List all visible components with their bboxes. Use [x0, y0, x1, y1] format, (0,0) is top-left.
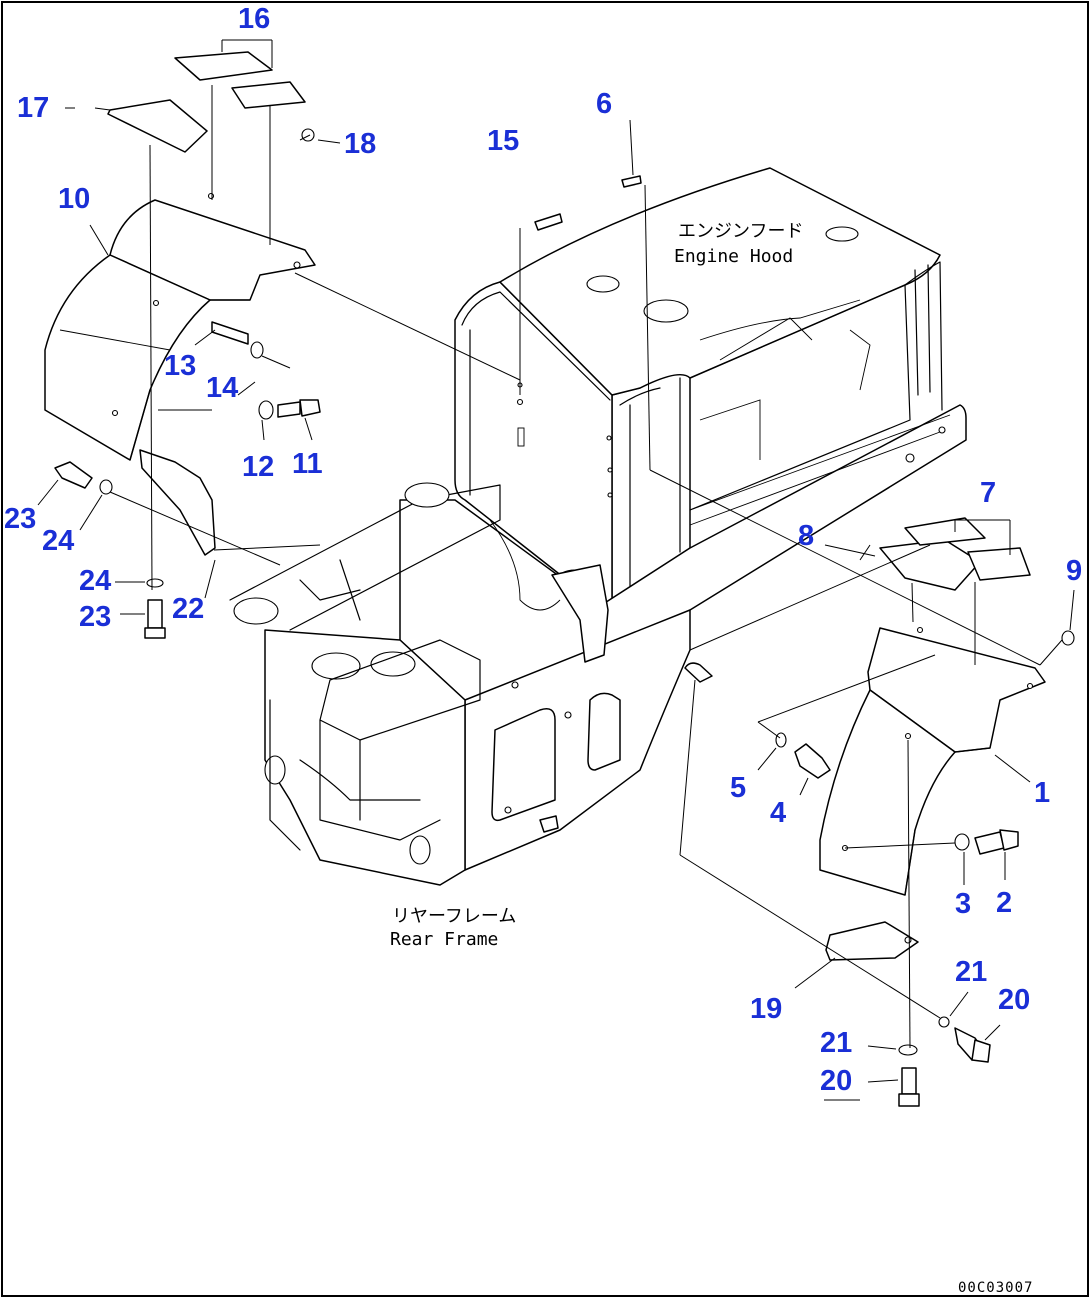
callout-20-lower: 20 — [820, 1065, 852, 1097]
callout-11: 11 — [292, 448, 323, 480]
assembly-lines — [109, 85, 1063, 1049]
callout-10: 10 — [58, 183, 90, 215]
callout-13: 13 — [164, 350, 196, 382]
right-fasteners — [775, 630, 1075, 1107]
callout-14: 14 — [206, 372, 238, 404]
callout-23-lower: 23 — [79, 601, 111, 633]
engine-hood — [454, 167, 943, 607]
callout-7: 7 — [980, 477, 996, 509]
callout-12: 12 — [242, 451, 274, 483]
callout-1: 1 — [1034, 777, 1050, 809]
drawing-number: 00C03007 — [958, 1280, 1033, 1296]
clips — [534, 175, 642, 231]
callout-2: 2 — [996, 887, 1012, 919]
callout-3: 3 — [955, 888, 971, 920]
right-fender — [819, 626, 1046, 961]
left-fender — [44, 192, 316, 556]
callout-22: 22 — [172, 593, 204, 625]
callout-19: 19 — [750, 993, 782, 1025]
callout-16: 16 — [238, 3, 270, 35]
callout-21-lower: 21 — [820, 1027, 852, 1059]
callout-18: 18 — [344, 128, 376, 160]
callout-23-upper: 23 — [4, 503, 36, 535]
callout-15: 15 — [487, 125, 519, 157]
callout-8: 8 — [798, 520, 814, 552]
left-decals — [107, 51, 306, 153]
callout-4: 4 — [770, 797, 786, 829]
right-decals — [879, 517, 1031, 591]
callout-20-upper: 20 — [998, 984, 1030, 1016]
callout-leaders — [37, 39, 1075, 1101]
engine-hood-caption-en: Engine Hood — [674, 246, 793, 267]
callout-17: 17 — [17, 92, 49, 124]
callout-24-upper: 24 — [42, 525, 74, 557]
callout-9: 9 — [1066, 555, 1082, 587]
callout-labels: 1 2 3 4 5 6 7 8 9 10 11 12 13 14 15 16 1… — [4, 3, 1082, 1097]
callout-5: 5 — [730, 772, 746, 804]
callout-24-lower: 24 — [79, 565, 111, 597]
rear-frame-caption-en: Rear Frame — [390, 929, 498, 950]
rear-frame — [229, 404, 967, 886]
callout-6: 6 — [596, 88, 612, 120]
engine-hood-caption-jp: エンジンフード — [678, 221, 803, 242]
rear-frame-caption-jp: リヤーフレーム — [392, 906, 516, 927]
callout-21-upper: 21 — [955, 956, 987, 988]
